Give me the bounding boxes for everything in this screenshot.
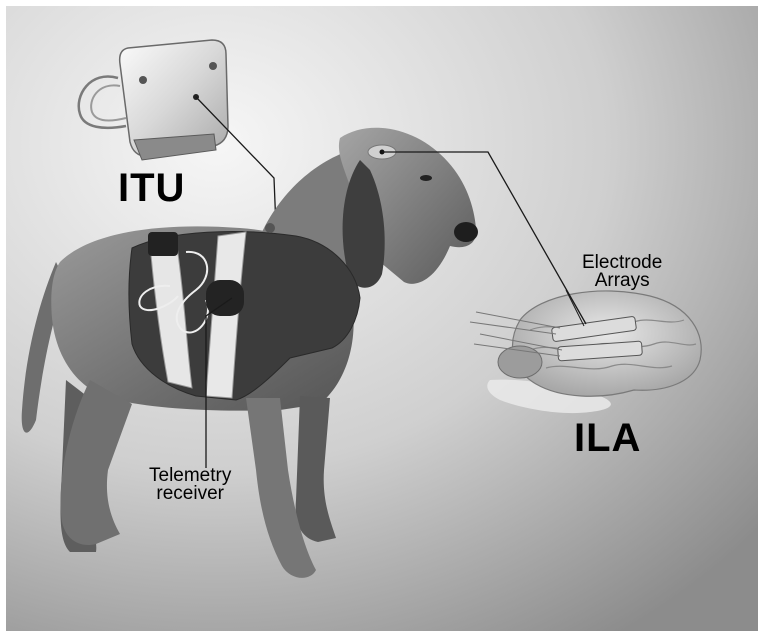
electrode-label-line2: Arrays (582, 272, 662, 290)
telemetry-receiver-unit (206, 280, 244, 316)
telemetry-receiver-label: Telemetry receiver (149, 467, 231, 503)
telemetry-label-line2: receiver (149, 485, 231, 503)
ila-label: ILA (574, 418, 641, 458)
electrode-arrays-label: Electrode Arrays (582, 254, 662, 290)
itu-label: ITU (118, 168, 185, 208)
